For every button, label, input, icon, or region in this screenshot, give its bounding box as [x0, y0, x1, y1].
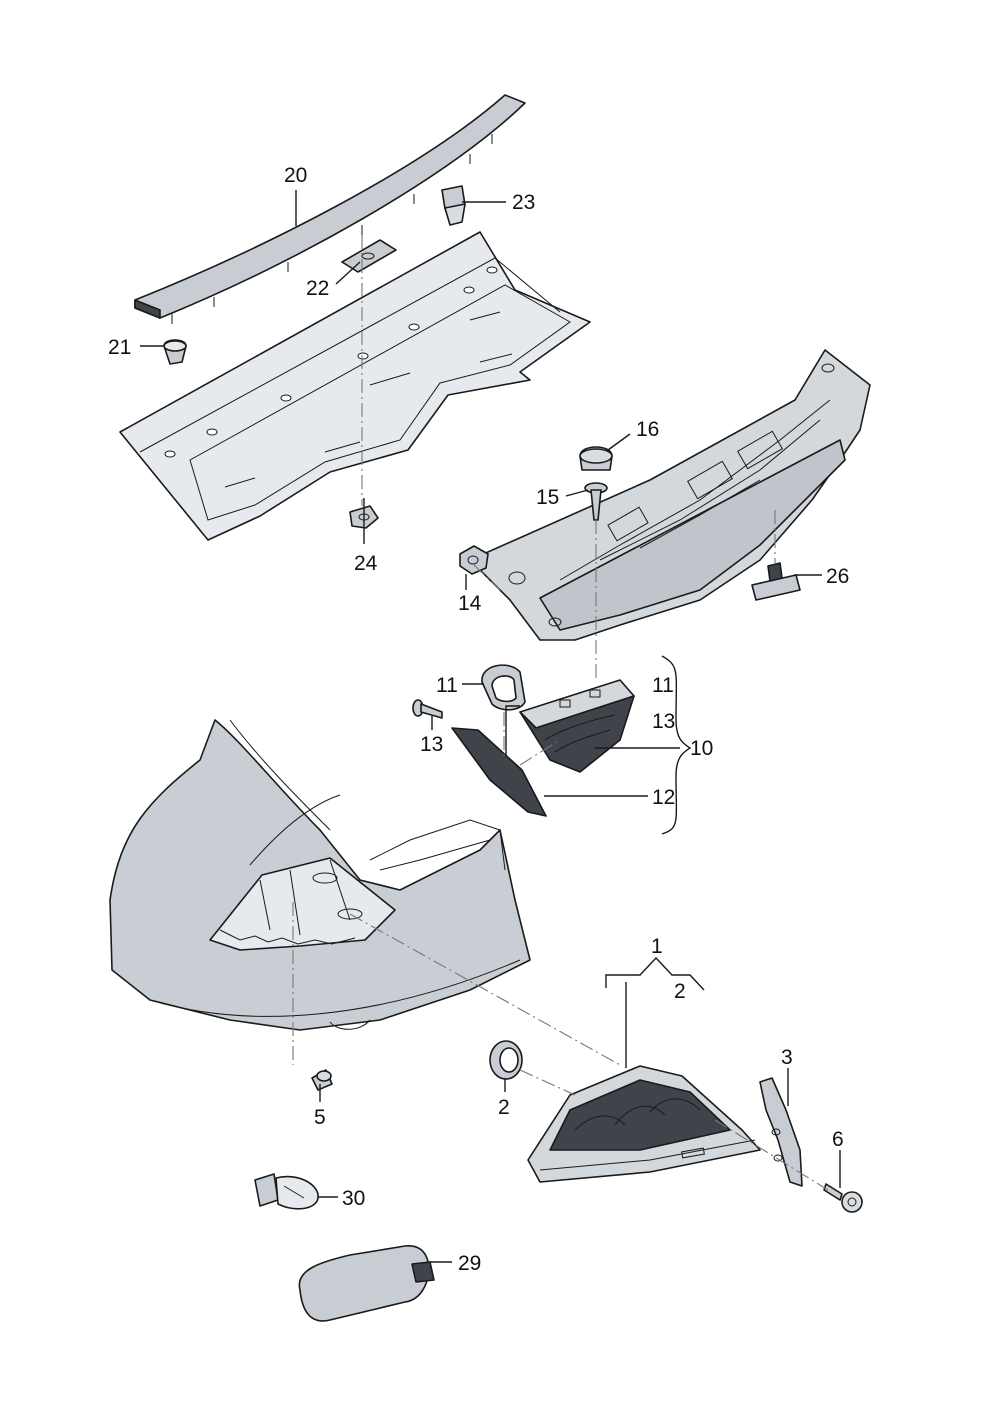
assembly-lines — [292, 235, 829, 1191]
label-2-left: 2 — [498, 1096, 510, 1119]
label-26: 26 — [826, 565, 849, 588]
label-14: 14 — [458, 592, 482, 615]
label-2-right: 2 — [674, 980, 686, 1003]
label-29: 29 — [458, 1252, 481, 1275]
part-2-grommet — [489, 1040, 523, 1080]
part-22-pad — [341, 239, 397, 273]
part-3-bracket — [759, 1077, 803, 1187]
part-23-clip — [441, 185, 466, 226]
part-16-cap — [579, 446, 613, 471]
part-20-trim-strip — [134, 94, 526, 324]
label-21: 21 — [108, 336, 131, 359]
label-15: 15 — [536, 486, 559, 509]
part-12-seal — [451, 727, 547, 817]
label-23: 23 — [512, 191, 535, 214]
part-30-bulb — [254, 1173, 319, 1210]
label-20: 20 — [284, 164, 307, 187]
part-10-inner-tail-light — [519, 679, 635, 773]
label-24: 24 — [354, 552, 378, 575]
label-6: 6 — [832, 1128, 844, 1151]
leader-lines — [140, 190, 841, 1263]
rear-parcel-shelf — [119, 231, 591, 541]
label-13-left: 13 — [420, 733, 443, 756]
part-11-gasket — [481, 664, 526, 711]
label-12: 12 — [652, 786, 675, 809]
car-body-rear — [109, 719, 531, 1031]
tailgate-panel — [469, 349, 871, 641]
label-10: 10 — [690, 737, 713, 760]
part-13-screw — [412, 699, 443, 719]
part-15-screw — [584, 482, 608, 521]
part-1-outer-tail-light — [527, 1065, 761, 1183]
label-16: 16 — [636, 418, 659, 441]
part-21-grommet — [163, 339, 187, 365]
part-5-clip — [311, 1069, 333, 1091]
label-5: 5 — [314, 1106, 326, 1129]
label-1: 1 — [651, 935, 663, 958]
label-22: 22 — [306, 277, 329, 300]
part-6-bolt — [823, 1183, 863, 1213]
label-13-right: 13 — [652, 710, 675, 733]
part-29-cover — [298, 1245, 435, 1322]
label-11-left: 11 — [436, 674, 458, 697]
label-30: 30 — [342, 1187, 365, 1210]
part-14-nut — [459, 545, 489, 575]
label-3: 3 — [781, 1046, 793, 1069]
callout-labels: 20 23 22 21 24 16 15 14 26 11 13 11 13 1… — [108, 164, 849, 1275]
part-26-licence-light — [751, 562, 801, 601]
label-11-right: 11 — [652, 674, 674, 697]
